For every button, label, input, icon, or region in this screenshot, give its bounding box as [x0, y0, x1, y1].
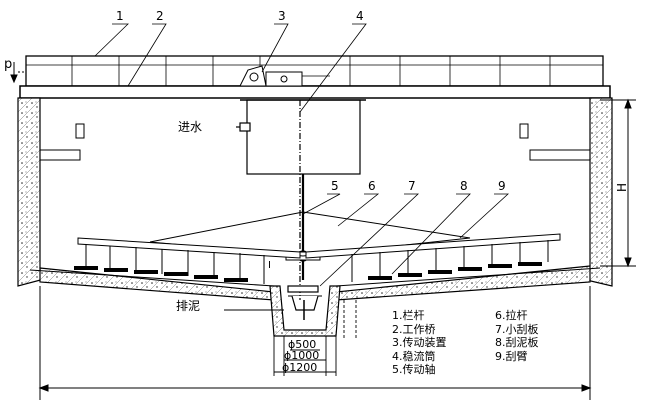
scraper-arm-right: [305, 233, 561, 282]
tank-wall-left: [17, 97, 50, 287]
sludge-pit: [224, 285, 341, 337]
callout-3: 3: [278, 9, 286, 23]
scraper-arm-left: [77, 237, 301, 284]
legend-item: 6.拉杆: [495, 309, 528, 322]
overall-width-dimension: [38, 286, 592, 400]
callout-8: 8: [460, 179, 468, 193]
callout-5: 5: [331, 179, 339, 193]
legend-item: 9.刮臂: [495, 349, 528, 363]
leader-lines: [94, 23, 510, 287]
callout-7: 7: [408, 179, 416, 193]
callout-6: 6: [368, 179, 376, 193]
legend-item: 3.传动装置: [392, 336, 447, 349]
height-dimension: [600, 98, 636, 268]
dim-1000: ϕ1000: [284, 349, 319, 362]
railing: [25, 55, 604, 87]
legend-item: 2.工作桥: [392, 322, 436, 336]
legend-item: 4.稳流筒: [392, 349, 436, 363]
overflow-trough-left: [40, 123, 85, 161]
parts-legend: 1.栏杆 6.拉杆 2.工作桥 7.小刮板 3.传动装置 8.刮泥板 4.稳流筒 9.刮…: [392, 309, 592, 377]
tank-wall-right: [576, 97, 613, 287]
dim-1200: ϕ1200: [282, 361, 317, 374]
stilling-well: [236, 99, 366, 175]
callout-9: 9: [498, 179, 506, 193]
callout-2: 2: [156, 9, 164, 23]
p-label: p: [4, 57, 12, 72]
small-scraper: [287, 285, 319, 293]
dim-500: ϕ500: [288, 338, 316, 351]
callout-4: 4: [356, 9, 364, 23]
legend-item: 7.小刮板: [495, 322, 539, 336]
legend-item: 5.传动轴: [392, 363, 436, 376]
legend-item: 1.栏杆: [392, 309, 425, 322]
pit-dimensions: [273, 300, 357, 376]
water-inlet-label: 进水: [178, 120, 202, 134]
height-label: H: [615, 183, 629, 192]
legend-item: 8.刮泥板: [495, 336, 539, 349]
overflow-trough-right: [519, 123, 590, 161]
scraper-blades: [74, 262, 542, 282]
callout-1: 1: [116, 9, 124, 23]
section-mark: I: [268, 260, 271, 271]
sludge-outlet-label: 排泥: [176, 299, 200, 313]
p-arrow: [10, 62, 26, 84]
drive-unit: [239, 65, 330, 87]
